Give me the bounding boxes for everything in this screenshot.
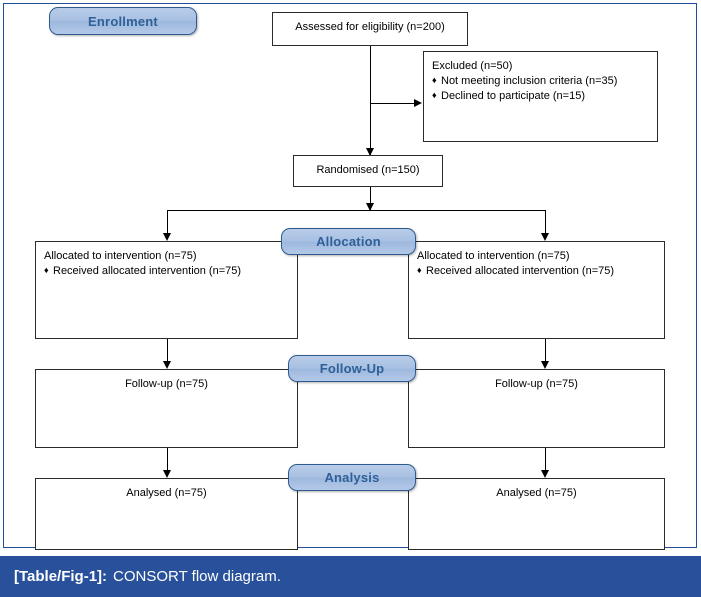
node-allocated-right-bullet-0: ♦ Received allocated intervention (n=75) [417, 263, 658, 278]
stage-pill-enrollment[interactable]: Enrollment [49, 7, 197, 35]
node-analysed-right: Analysed (n=75) [408, 478, 665, 550]
connector-assessed-to-randomised [370, 46, 371, 155]
node-randomised: Randomised (n=150) [293, 155, 443, 187]
arrowhead-randomised-split [365, 203, 374, 211]
node-analysed-left-title: Analysed (n=75) [126, 487, 207, 499]
stage-pill-enrollment-label: Enrollment [88, 13, 158, 29]
node-excluded-bullet-1-text: Declined to participate (n=15) [441, 90, 585, 102]
figure-caption: [Table/Fig-1]: CONSORT flow diagram. [0, 556, 701, 597]
node-allocated-right-bullet-0-text: Received allocated intervention (n=75) [426, 265, 615, 277]
node-allocated-left: Allocated to intervention (n=75) ♦ Receiv… [35, 241, 298, 339]
arrowhead-followup-left [162, 361, 171, 369]
node-followup-right-title: Follow-up (n=75) [495, 378, 578, 390]
node-followup-left-title: Follow-up (n=75) [125, 378, 208, 390]
node-excluded-bullet-1: ♦ Declined to participate (n=15) [432, 88, 651, 103]
stage-pill-analysis-label: Analysis [324, 470, 380, 485]
node-analysed-right-title: Analysed (n=75) [496, 487, 577, 499]
connector-followup-right-to-analysis [545, 448, 546, 474]
node-allocated-right-title: Allocated to intervention (n=75) [417, 250, 570, 262]
arrowhead-analysed-left [162, 470, 171, 478]
figure-caption-tag: [Table/Fig-1]: [14, 568, 108, 585]
stage-pill-followup-label: Follow-Up [319, 361, 385, 376]
arrowhead-analysed-right [540, 470, 549, 478]
stage-pill-allocation-label: Allocation [316, 234, 381, 249]
connector-allocation-bus [167, 210, 545, 211]
connector-assessed-to-excluded [370, 103, 416, 104]
node-allocated-left-bullet-0-text: Received allocated intervention (n=75) [53, 265, 242, 277]
node-excluded-title: Excluded (n=50) [432, 60, 513, 72]
node-followup-left: Follow-up (n=75) [35, 369, 298, 448]
node-randomised-title: Randomised (n=150) [316, 164, 420, 176]
connector-randomised-stem [370, 187, 371, 210]
node-analysed-left: Analysed (n=75) [35, 478, 298, 550]
node-excluded: Excluded (n=50) ♦ Not meeting inclusion c… [423, 51, 658, 142]
stage-pill-followup[interactable]: Follow-Up [288, 355, 416, 382]
connector-allocation-right-drop [545, 210, 546, 238]
arrowhead-allocated-right [540, 233, 549, 241]
arrowhead-followup-right [540, 361, 549, 369]
node-allocated-right: Allocated to intervention (n=75) ♦ Receiv… [408, 241, 665, 339]
node-allocated-left-bullet-0: ♦ Received allocated intervention (n=75) [44, 263, 291, 278]
node-excluded-bullet-0-text: Not meeting inclusion criteria (n=35) [441, 75, 618, 87]
stage-pill-allocation[interactable]: Allocation [281, 228, 416, 255]
node-assessed-title: Assessed for eligibility (n=200) [295, 21, 445, 33]
arrowhead-allocated-left [162, 233, 171, 241]
bullet-icon: ♦ [44, 265, 49, 275]
connector-alloc-right-to-followup [545, 339, 546, 365]
arrowhead-randomised [365, 148, 374, 156]
node-assessed-for-eligibility: Assessed for eligibility (n=200) [272, 12, 468, 46]
bullet-icon: ♦ [432, 90, 437, 100]
figure-caption-text: CONSORT flow diagram. [113, 568, 281, 585]
node-excluded-bullet-0: ♦ Not meeting inclusion criteria (n=35) [432, 73, 651, 88]
bullet-icon: ♦ [417, 265, 422, 275]
stage-pill-analysis[interactable]: Analysis [288, 464, 416, 491]
connector-allocation-left-drop [167, 210, 168, 238]
bullet-icon: ♦ [432, 75, 437, 85]
connector-followup-left-to-analysis [167, 448, 168, 474]
connector-alloc-left-to-followup [167, 339, 168, 365]
node-followup-right: Follow-up (n=75) [408, 369, 665, 448]
node-allocated-left-title: Allocated to intervention (n=75) [44, 250, 197, 262]
arrowhead-excluded [414, 98, 422, 107]
